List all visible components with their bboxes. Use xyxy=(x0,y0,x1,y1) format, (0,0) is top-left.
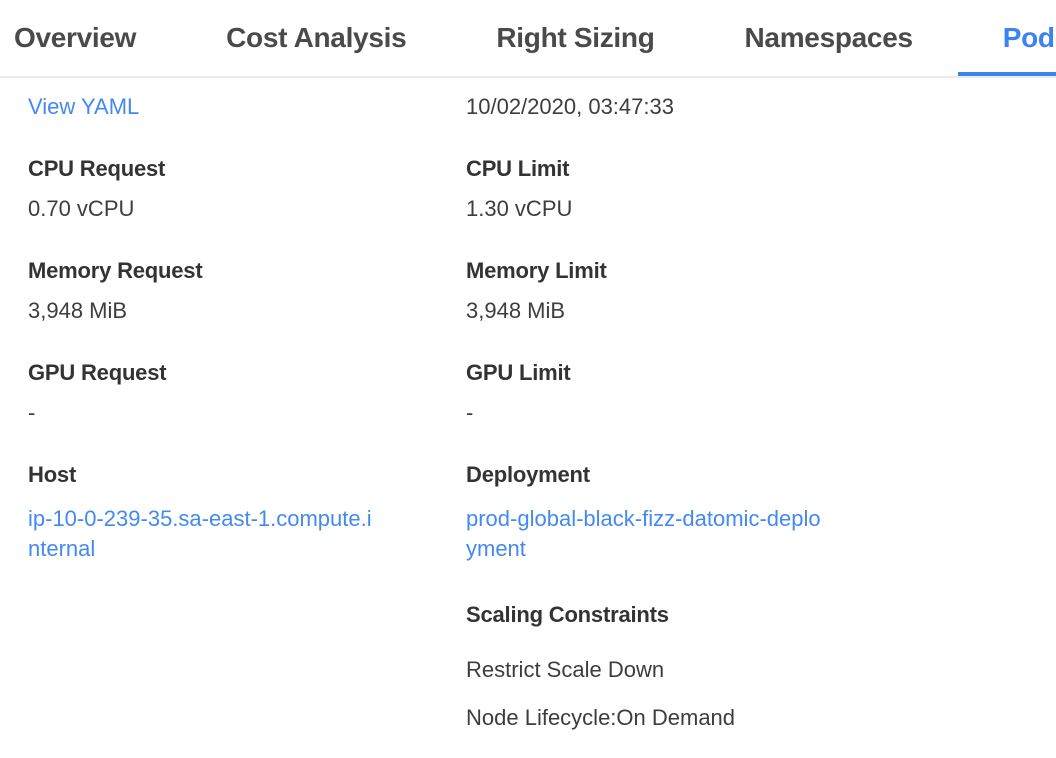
field-label: Memory Limit xyxy=(466,258,607,283)
tab-bar: Overview Cost Analysis Right Sizing Name… xyxy=(0,0,1056,78)
pod-created-timestamp: 10/02/2020, 03:47:33 xyxy=(466,94,674,119)
field-value: - xyxy=(466,400,474,425)
field-label: GPU Limit xyxy=(466,360,571,385)
deployment-link[interactable]: prod-global-black-fizz-datomic-deploymen… xyxy=(466,506,821,561)
field-label: CPU Request xyxy=(28,156,166,181)
field-cpu-limit: CPU Limit 1.30 vCPU xyxy=(466,158,1028,220)
field-label: Memory Request xyxy=(28,258,203,283)
view-yaml-link[interactable]: View YAML xyxy=(28,94,140,119)
detail-column-left: View YAML CPU Request 0.70 vCPU Memory R… xyxy=(28,96,466,755)
field-label: Host xyxy=(28,462,77,487)
field-memory-limit: Memory Limit 3,948 MiB xyxy=(466,260,1028,322)
field-value: 1.30 vCPU xyxy=(466,196,573,221)
scaling-constraints-title: Scaling Constraints xyxy=(466,602,669,627)
tab-pods[interactable]: Pods xyxy=(957,0,1056,76)
tab-right-sizing[interactable]: Right Sizing xyxy=(496,22,655,53)
scaling-constraint-item: Node Lifecycle:On Demand xyxy=(466,705,736,730)
detail-column-right: 10/02/2020, 03:47:33 CPU Limit 1.30 vCPU… xyxy=(466,96,1028,755)
scaling-constraint-item: Restrict Scale Down xyxy=(466,657,665,682)
tab-namespaces[interactable]: Namespaces xyxy=(744,22,914,53)
field-value: - xyxy=(28,400,36,425)
field-label: CPU Limit xyxy=(466,156,570,181)
tab-overview[interactable]: Overview xyxy=(14,22,137,53)
field-value: 0.70 vCPU xyxy=(28,196,135,221)
field-cpu-request: CPU Request 0.70 vCPU xyxy=(28,158,466,220)
pod-detail-panel: View YAML CPU Request 0.70 vCPU Memory R… xyxy=(0,78,1056,755)
scaling-constraints-section: Scaling Constraints Restrict Scale Down … xyxy=(466,604,1028,729)
field-gpu-request: GPU Request - xyxy=(28,362,466,424)
field-label: Deployment xyxy=(466,462,590,487)
field-value: 3,948 MiB xyxy=(28,298,128,323)
field-value: 3,948 MiB xyxy=(466,298,566,323)
field-deployment: Deployment prod-global-black-fizz-datomi… xyxy=(466,464,1028,564)
field-host: Host ip-10-0-239-35.sa-east-1.compute.in… xyxy=(28,464,466,564)
tab-cost-analysis[interactable]: Cost Analysis xyxy=(226,22,407,53)
field-memory-request: Memory Request 3,948 MiB xyxy=(28,260,466,322)
host-link[interactable]: ip-10-0-239-35.sa-east-1.compute.interna… xyxy=(28,506,372,561)
field-gpu-limit: GPU Limit - xyxy=(466,362,1028,424)
field-label: GPU Request xyxy=(28,360,167,385)
